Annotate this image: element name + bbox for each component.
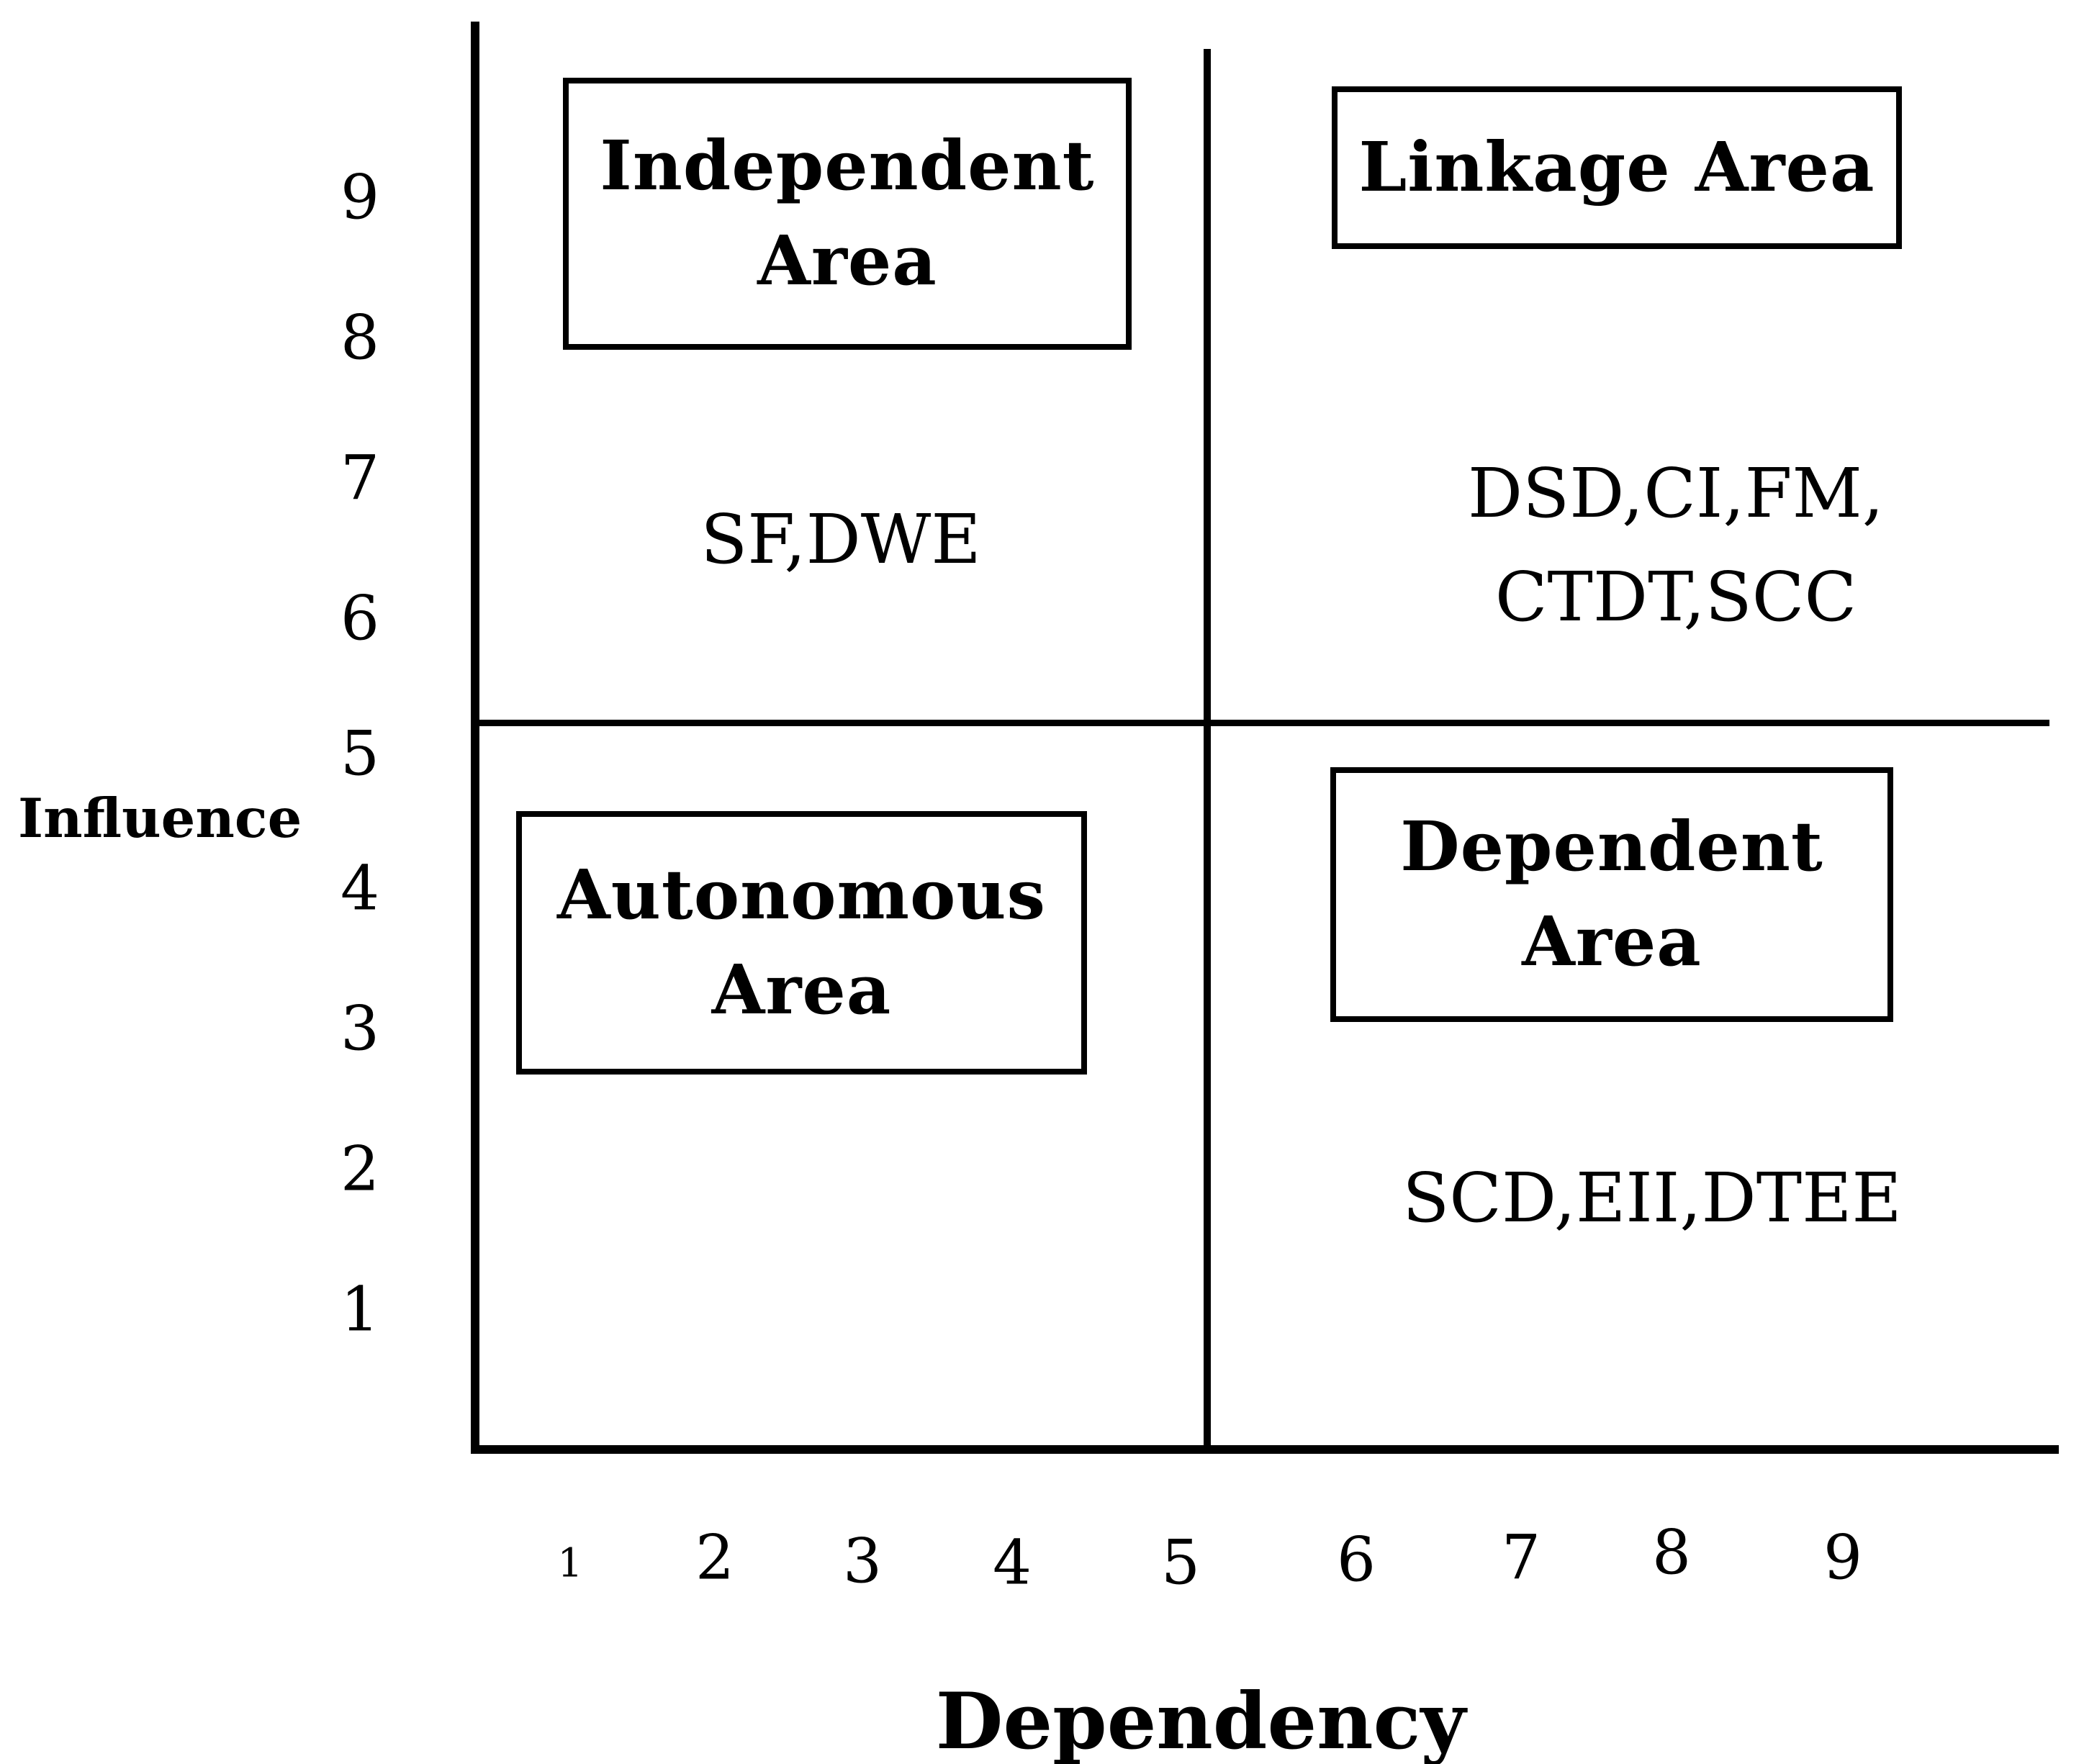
independent-area-box: Independent Area bbox=[563, 78, 1132, 350]
y-axis-line bbox=[471, 22, 479, 1454]
linkage-area-title: Linkage Area bbox=[1358, 127, 1875, 207]
independent-area-title-line1: Independent bbox=[600, 126, 1095, 206]
autonomous-area-title-line2: Area bbox=[711, 950, 892, 1030]
x-tick-8: 8 bbox=[1651, 1517, 1692, 1589]
autonomous-area-box: Autonomous Area bbox=[516, 811, 1087, 1075]
dependent-area-title-line1: Dependent bbox=[1400, 807, 1823, 887]
y-tick-5: 5 bbox=[340, 718, 380, 790]
linkage-area-items: DSD,CI,FM, CTDT,SCC bbox=[1468, 442, 1884, 649]
y-tick-9: 9 bbox=[340, 162, 380, 234]
independent-area-title-line2: Area bbox=[757, 221, 937, 301]
dependent-area-items: SCD,EII,DTEE bbox=[1402, 1159, 1902, 1238]
y-tick-7: 7 bbox=[340, 443, 380, 515]
y-tick-6: 6 bbox=[340, 583, 380, 655]
vertical-divider-line bbox=[1204, 49, 1211, 1451]
linkage-area-items-line1: DSD,CI,FM, bbox=[1467, 454, 1885, 533]
y-tick-8: 8 bbox=[340, 302, 380, 374]
y-tick-1: 1 bbox=[340, 1274, 380, 1346]
x-axis-title: Dependency bbox=[935, 1676, 1466, 1764]
linkage-area-items-line2: CTDT,SCC bbox=[1494, 558, 1857, 637]
x-axis-line bbox=[471, 1445, 2059, 1454]
autonomous-area-title-line1: Autonomous bbox=[557, 855, 1046, 935]
x-tick-6: 6 bbox=[1336, 1524, 1376, 1596]
x-tick-9: 9 bbox=[1823, 1522, 1863, 1594]
x-tick-7: 7 bbox=[1501, 1522, 1541, 1594]
x-tick-2: 2 bbox=[695, 1522, 735, 1594]
y-tick-3: 3 bbox=[340, 993, 380, 1065]
independent-area-items: SF,DWE bbox=[700, 500, 981, 579]
y-tick-4: 4 bbox=[340, 853, 380, 925]
x-tick-5: 5 bbox=[1160, 1527, 1201, 1599]
linkage-area-box: Linkage Area bbox=[1332, 86, 1902, 249]
y-axis-title: Influence bbox=[18, 787, 302, 850]
x-tick-1: 1 bbox=[557, 1539, 583, 1586]
x-tick-4: 4 bbox=[992, 1527, 1032, 1599]
dependent-area-title-line2: Area bbox=[1522, 902, 1702, 982]
y-tick-2: 2 bbox=[340, 1134, 380, 1206]
x-tick-3: 3 bbox=[842, 1526, 883, 1598]
horizontal-divider-line bbox=[471, 720, 2049, 726]
dependent-area-box: Dependent Area bbox=[1330, 767, 1893, 1022]
